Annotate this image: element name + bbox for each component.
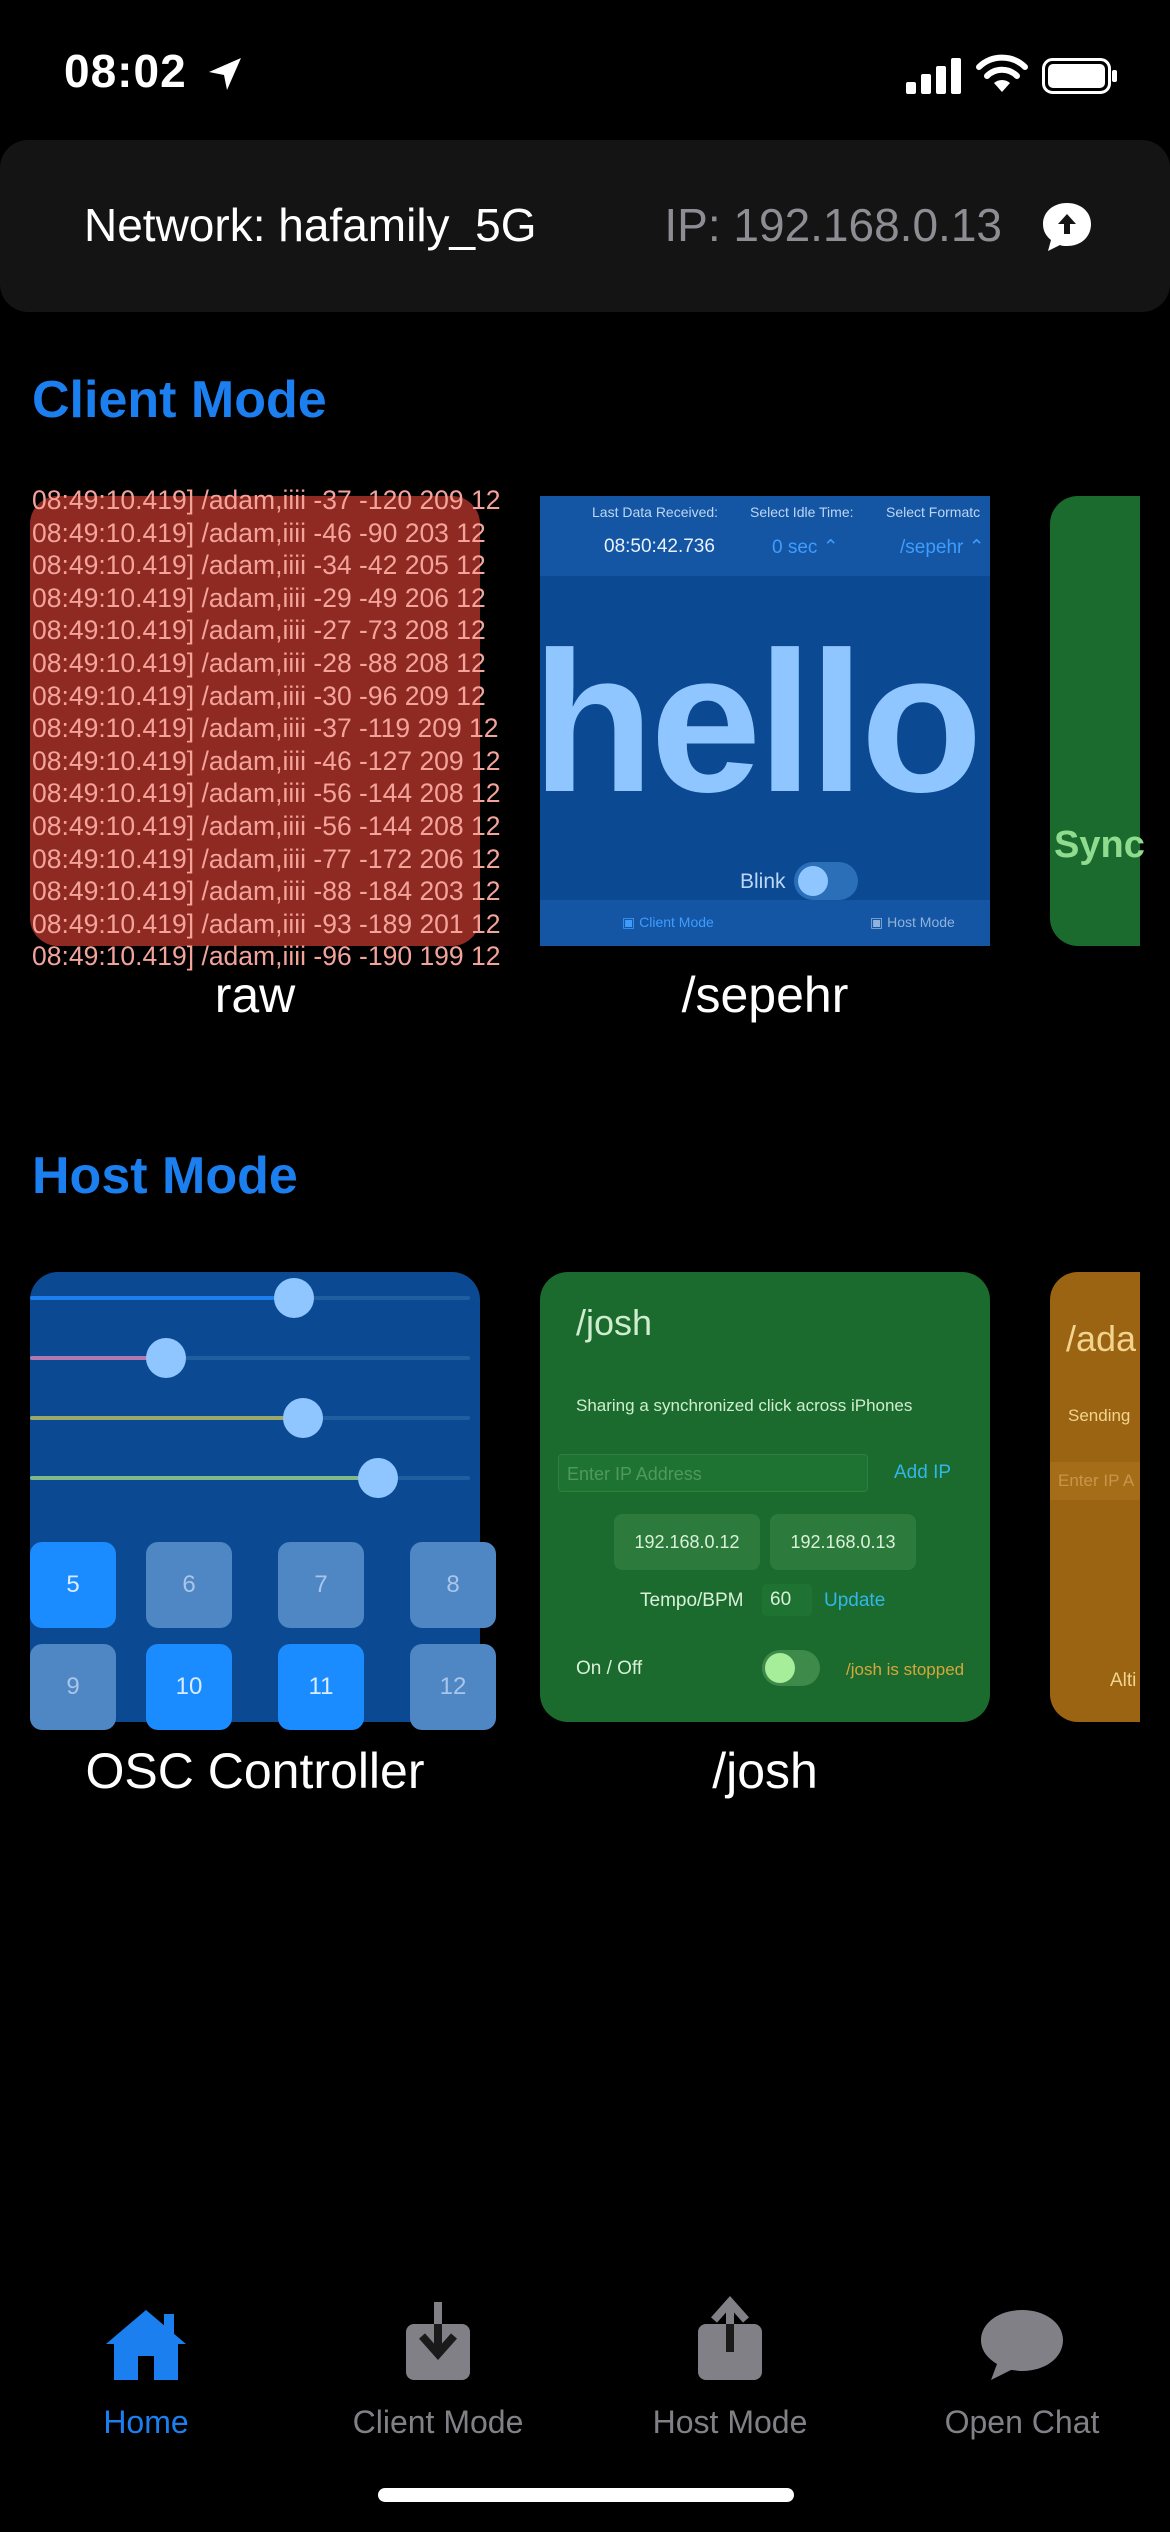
josh-toggle [762,1650,820,1686]
adam-card-title: /ada [1066,1318,1137,1359]
osc-slider [30,1398,470,1438]
network-name: Network: hafamily_5G [84,199,537,251]
home-indicator [378,2488,794,2502]
osc-pad: 5 [30,1542,116,1628]
raw-log-line: 08:49:10.419] /adam,iiii -30 -96 209 12 [32,680,486,711]
wifi-icon [976,54,1028,92]
raw-card-label: raw [214,967,296,1023]
raw-log-line: 08:49:10.419] /adam,iiii -93 -189 201 12 [32,908,501,939]
osc-pad: 9 [30,1644,116,1730]
status-bar: 08:02 [0,0,1170,140]
tab-host-mode-label: Host Mode [652,2404,808,2440]
josh-add-ip: Add IP [894,1462,952,1483]
osc-slider [30,1458,470,1498]
format-label: Select Formatc [886,504,981,520]
raw-log-line: 08:49:10.419] /adam,iiii -34 -42 205 12 [32,550,486,581]
josh-description: Sharing a synchronized click across iPho… [576,1396,913,1415]
status-time: 08:02 [64,45,187,97]
host-mode-title: Host Mode [32,1147,298,1205]
sync-card-text: Sync [1054,824,1145,866]
osc-pad: 10 [146,1644,232,1730]
tab-client-mode[interactable]: Client Mode [292,2290,584,2441]
raw-log-line: 08:49:10.419] /adam,iiii -77 -172 206 12 [32,843,501,874]
sepehr-header: Last Data Received: Select Idle Time: Se… [540,496,990,576]
osc-card-label: OSC Controller [85,1743,425,1799]
ip-address: IP: 192.168.0.13 [664,199,1002,251]
raw-log-line: 08:49:10.419] /adam,iiii -27 -73 208 12 [32,615,486,646]
sepehr-card[interactable]: Last Data Received: Select Idle Time: Se… [532,496,990,946]
tab-home[interactable]: Home [0,2290,292,2441]
sync-card-partial[interactable]: Sync [1050,496,1145,946]
tray-download-icon [406,2302,470,2380]
last-data-label: Last Data Received: [592,504,719,520]
battery-icon [1042,58,1117,94]
raw-log-line: 08:49:10.419] /adam,iiii -56 -144 208 12 [32,810,501,841]
tab-client-mode-label: Client Mode [352,2404,524,2440]
raw-log-line: 08:49:10.419] /adam,iiii -46 -90 203 12 [32,517,486,548]
josh-ip-chip-1: 192.168.0.12 [614,1514,760,1570]
josh-ip-chip-2: 192.168.0.13 [770,1514,916,1570]
sepehr-card-label: /sepehr [681,967,849,1023]
raw-log-line: 08:49:10.419] /adam,iiii -37 -119 209 12 [32,713,499,744]
idle-value: 0 sec ⌃ [772,537,839,558]
last-data-value: 08:50:42.736 [604,536,715,557]
tab-home-label: Home [103,2404,189,2440]
osc-pad: 8 [410,1542,496,1628]
sepehr-tab-client: ▣ Client Mode [622,914,714,930]
cellular-signal-icon [906,58,961,94]
adam-card-desc: Sending [1068,1406,1131,1425]
josh-update: Update [824,1590,886,1611]
osc-slider [30,1338,470,1378]
josh-tempo-label: Tempo/BPM [640,1590,744,1611]
raw-log-line: 08:49:10.419] /adam,iiii -88 -184 203 12 [32,876,501,907]
osc-pad: 12 [410,1644,496,1730]
network-info-bar: Network: hafamily_5G IP: 192.168.0.13 [0,140,1170,312]
format-value: /sepehr ⌃ [900,537,985,558]
hello-text: hello [532,611,983,834]
raw-log-line: 08:49:10.419] /adam,iiii -46 -127 209 12 [32,745,501,776]
adam-card-ip-field: Enter IP A [1050,1462,1140,1500]
josh-card[interactable]: /josh Sharing a synchronized click acros… [540,1272,990,1722]
josh-card-label: /josh [712,1743,818,1799]
adam-card-partial[interactable]: /ada Sending Enter IP A Alti [1050,1272,1140,1722]
tab-open-chat-label: Open Chat [944,2404,1100,2440]
osc-pad: 11 [278,1644,364,1730]
chat-upload-icon[interactable] [1040,200,1094,254]
josh-status: /josh is stopped [846,1660,965,1679]
osc-pad: 7 [278,1542,364,1628]
blink-label: Blink [740,870,786,893]
tab-host-mode[interactable]: Host Mode [584,2290,876,2441]
raw-log-line: 08:49:10.419] /adam,iiii -56 -144 208 12 [32,778,501,809]
chat-bubble-icon [981,2310,1063,2380]
raw-log-line: 08:49:10.419] /adam,iiii -37 -120 209 12 [32,485,501,515]
raw-log-line: 08:49:10.419] /adam,iiii -96 -190 199 12 [32,941,501,972]
adam-card-footer: Alti [1110,1670,1137,1691]
raw-card[interactable]: 08:49:10.419] /adam,iiii -37 -120 209 12… [30,485,501,971]
blink-toggle [794,862,858,900]
sepehr-tab-host: ▣ Host Mode [870,914,955,930]
raw-log-line: 08:49:10.419] /adam,iiii -29 -49 206 12 [32,582,486,613]
josh-ip-field: Enter IP Address [558,1454,868,1492]
sepehr-tabbar: ▣ Client Mode ▣ Host Mode [540,900,990,946]
raw-log-line: 08:49:10.419] /adam,iiii -28 -88 208 12 [32,647,486,678]
osc-slider [30,1278,470,1318]
tab-open-chat[interactable]: Open Chat [876,2290,1168,2441]
tray-upload-icon [698,2295,762,2380]
house-icon [106,2310,186,2380]
josh-onoff-label: On / Off [576,1658,643,1679]
client-mode-title: Client Mode [32,371,327,429]
josh-tempo-value: 60 [762,1584,812,1616]
idle-label: Select Idle Time: [750,504,854,520]
location-arrow-icon [209,58,241,90]
osc-pad: 6 [146,1542,232,1628]
josh-title: /josh [576,1302,653,1343]
raw-log-text: 08:49:10.419] /adam,iiii -37 -120 209 12… [30,484,501,973]
